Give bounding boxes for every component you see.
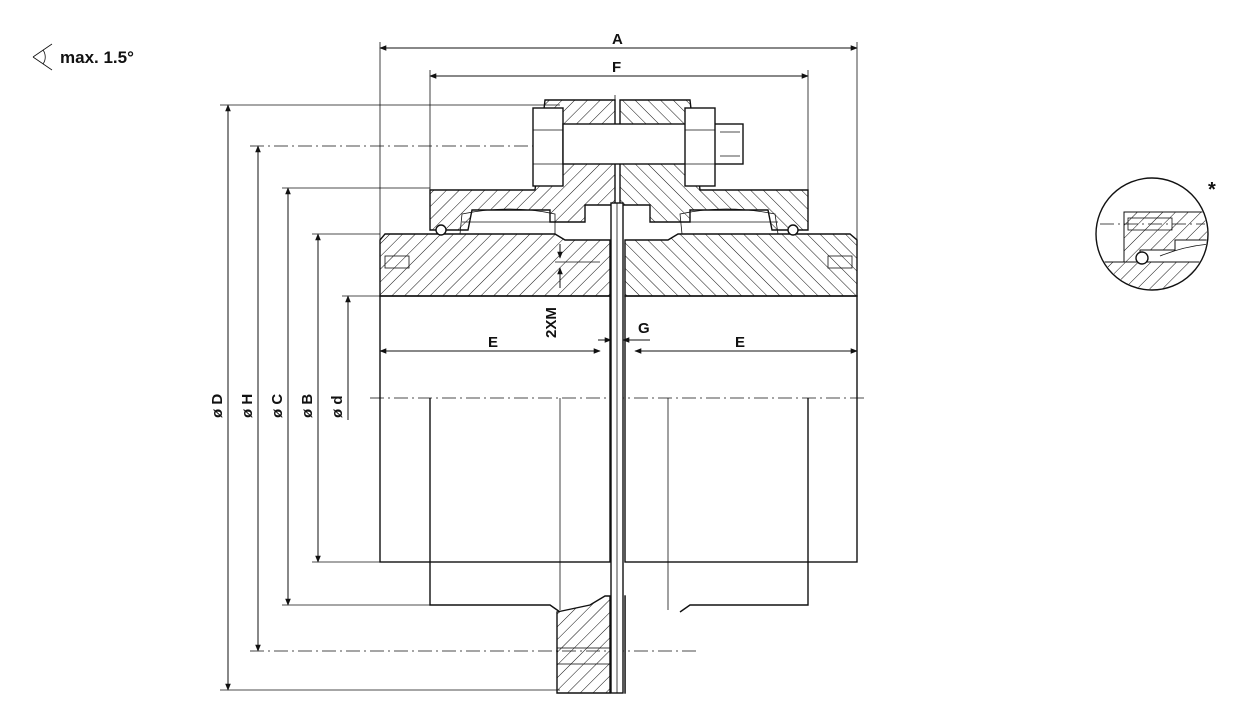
dim-C: ø C — [269, 394, 286, 418]
detail-view — [1095, 177, 1209, 291]
angle-symbol-icon — [32, 43, 53, 71]
dim-D: ø D — [209, 394, 226, 418]
right-hub-section — [624, 233, 858, 297]
dim-d: ø d — [329, 396, 346, 419]
dim-B: ø B — [299, 394, 316, 418]
seal-rings — [435, 224, 799, 236]
dim-2XM: 2XM — [543, 307, 560, 338]
dim-F: F — [612, 59, 621, 76]
dim-E-left: E — [488, 334, 498, 351]
detail-marker: * — [1208, 179, 1216, 201]
dim-E-right: E — [735, 334, 745, 351]
angle-note: max. 1.5° — [60, 48, 134, 67]
gear-teeth — [459, 208, 779, 235]
flange-bolt — [532, 107, 744, 187]
dim-H: ø H — [239, 394, 256, 418]
left-sleeve-section — [429, 99, 616, 231]
left-hub-section — [379, 233, 611, 297]
lower-outline — [379, 295, 858, 694]
dim-G: G — [638, 320, 650, 337]
dim-A: A — [612, 31, 623, 48]
